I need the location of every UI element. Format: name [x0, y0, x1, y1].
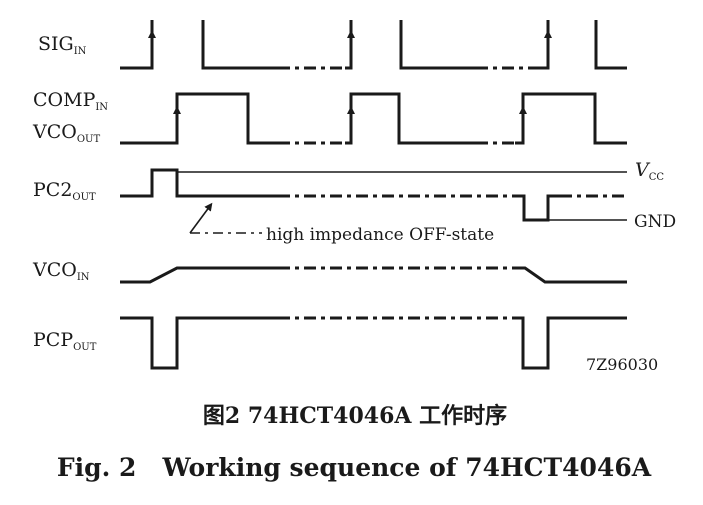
caption-chinese: 图2 74HCT4046A 工作时序 [203, 403, 507, 429]
comp-vco-waveform [120, 92, 627, 145]
vco-in-label: VCOIN [32, 259, 90, 283]
comp-in-label: COMPIN [33, 89, 108, 113]
pcp-out-label: PCPOUT [33, 329, 97, 353]
vco-in-waveform [120, 266, 627, 284]
pc2-out-label: PC2OUT [33, 179, 96, 203]
sig-in-label: SIGIN [38, 33, 87, 57]
vcc-label: VCC [635, 159, 664, 183]
high-impedance-pointer [189, 202, 213, 234]
vco-out-label: VCOOUT [32, 121, 100, 145]
drawing-code: 7Z96030 [586, 355, 658, 374]
high-impedance-label: high impedance OFF-state [266, 225, 494, 245]
pcp-out-waveform [120, 316, 627, 370]
pc2-out-waveform [120, 168, 627, 234]
gnd-label: GND [634, 212, 676, 232]
sig-in-waveform [120, 20, 627, 70]
caption-english: Fig. 2 Working sequence of 74HCT4046A [57, 453, 652, 482]
